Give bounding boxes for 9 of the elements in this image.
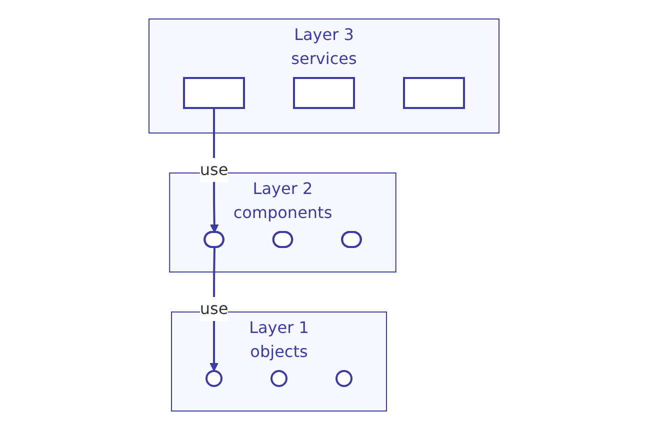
node-box [292,77,354,109]
node-circle [205,370,222,387]
cluster: Layer 3 services [148,18,499,134]
node-circle [335,370,352,387]
edge-label: use [199,160,228,179]
edge-label: use [199,299,228,318]
node-box [182,77,244,109]
node-box [402,77,464,109]
node-circle [270,370,287,387]
